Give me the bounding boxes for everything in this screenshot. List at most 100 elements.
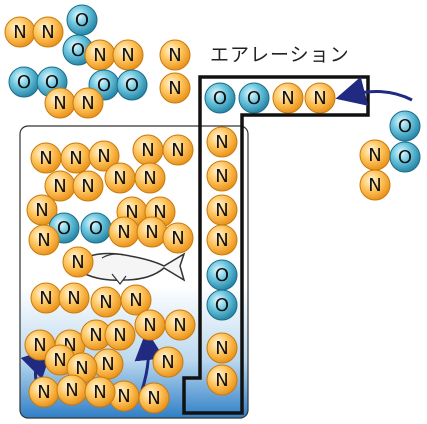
atom-letter: N <box>113 168 126 189</box>
nitrogen-atom: N <box>84 39 116 71</box>
oxygen-atom: O <box>206 289 238 321</box>
nitrogen-atom: N <box>304 82 336 114</box>
atom-letter: N <box>171 228 184 249</box>
nitrogen-atom: N <box>58 282 90 314</box>
nitrogen-atom: N <box>62 246 94 278</box>
atom-letter: N <box>13 22 26 43</box>
atom-letter: O <box>398 147 412 168</box>
atom-letter: O <box>57 218 71 239</box>
nitrogen-atom: N <box>72 87 104 119</box>
nitrogen-atom: N <box>359 169 391 201</box>
atom-letter: N <box>313 88 326 109</box>
atom-letter: N <box>97 146 110 167</box>
nitrogen-atom: N <box>206 126 238 158</box>
atom-letter: O <box>215 295 229 316</box>
atom-letter: N <box>215 338 228 359</box>
nitrogen-atom: N <box>90 286 122 318</box>
nitrogen-atom: N <box>206 160 238 192</box>
atom-letter: N <box>117 222 130 243</box>
atom-letter: O <box>75 10 89 31</box>
atom-letter: N <box>145 222 158 243</box>
atom-letter: O <box>213 88 227 109</box>
atom-letter: N <box>129 290 142 311</box>
atom-letter: N <box>53 350 66 371</box>
nitrogen-atom: N <box>44 170 76 202</box>
atom-letter: N <box>81 93 94 114</box>
atom-letter: N <box>37 382 50 403</box>
nitrogen-atom: N <box>84 376 116 408</box>
nitrogen-atom: N <box>136 216 168 248</box>
atom-letter: N <box>101 354 114 375</box>
nitrogen-atom: N <box>206 364 238 396</box>
atom-letter: N <box>35 200 48 221</box>
atom-letter: N <box>93 382 106 403</box>
nitrogen-atom: N <box>88 140 120 172</box>
nitrogen-atom: N <box>359 139 391 171</box>
atom-letter: N <box>171 140 184 161</box>
atom-letter: O <box>89 218 103 239</box>
atom-letter: N <box>215 200 228 221</box>
atom-letter: O <box>247 88 261 109</box>
atom-letter: N <box>81 176 94 197</box>
oxygen-atom: O <box>80 212 112 244</box>
nitrogen-atom: N <box>120 284 152 316</box>
nitrogen-atom: N <box>272 82 304 114</box>
nitrogen-atom: N <box>72 170 104 202</box>
oxygen-atom: O <box>116 69 148 101</box>
nitrogen-atom: N <box>206 224 238 256</box>
atom-letter: N <box>39 288 52 309</box>
atom-letter: N <box>168 45 181 66</box>
atom-letter: N <box>41 22 54 43</box>
nitrogen-atom: N <box>28 224 60 256</box>
atom-letter: N <box>368 145 381 166</box>
atom-letter: O <box>71 40 85 61</box>
nitrogen-atom: N <box>80 319 112 351</box>
nitrogen-atom: N <box>164 309 196 341</box>
oxygen-atom: O <box>206 259 238 291</box>
nitrogen-atom: N <box>104 162 136 194</box>
air-input-arrow <box>335 76 413 106</box>
atom-letter: N <box>99 292 112 313</box>
atom-letter: O <box>97 75 111 96</box>
atom-letter: N <box>161 352 174 373</box>
nitrogen-atom: N <box>60 142 92 174</box>
nitrogen-atom: N <box>162 222 194 254</box>
circulation-arrow-right <box>134 330 165 391</box>
atom-letter: N <box>147 388 160 409</box>
atom-letter: N <box>53 93 66 114</box>
nitrogen-atom: N <box>206 332 238 364</box>
atom-letter: N <box>173 315 186 336</box>
atom-letter: O <box>125 75 139 96</box>
oxygen-atom: O <box>389 141 421 173</box>
atom-letter: O <box>17 72 31 93</box>
nitrogen-atom: N <box>56 374 88 406</box>
atom-letter: N <box>141 140 154 161</box>
atom-letter: N <box>215 132 228 153</box>
atom-letter: N <box>368 175 381 196</box>
atom-letter: N <box>121 45 134 66</box>
nitrogen-atom: N <box>92 348 124 380</box>
atom-letter: N <box>93 45 106 66</box>
oxygen-atom: O <box>8 66 40 98</box>
aeration-label: エアレーション <box>210 44 350 66</box>
atom-letter: N <box>117 386 130 407</box>
atom-letter: N <box>33 335 46 356</box>
atom-letter: N <box>67 288 80 309</box>
nitrogen-atom: N <box>132 134 164 166</box>
nitrogen-atom: N <box>4 16 36 48</box>
atom-letter: N <box>168 78 181 99</box>
atom-letter: N <box>39 148 52 169</box>
atom-letter: N <box>215 230 228 251</box>
nitrogen-atom: N <box>30 142 62 174</box>
nitrogen-atom: N <box>138 382 170 414</box>
oxygen-atom: O <box>204 82 236 114</box>
atom-letter: N <box>71 252 84 273</box>
atom-letter: O <box>45 72 59 93</box>
nitrogen-atom: N <box>159 72 191 104</box>
atom-letter: N <box>69 148 82 169</box>
nitrogen-atom: N <box>152 346 184 378</box>
atom-letter: N <box>215 370 228 391</box>
nitrogen-atom: N <box>134 162 166 194</box>
oxygen-atom: O <box>389 110 421 142</box>
